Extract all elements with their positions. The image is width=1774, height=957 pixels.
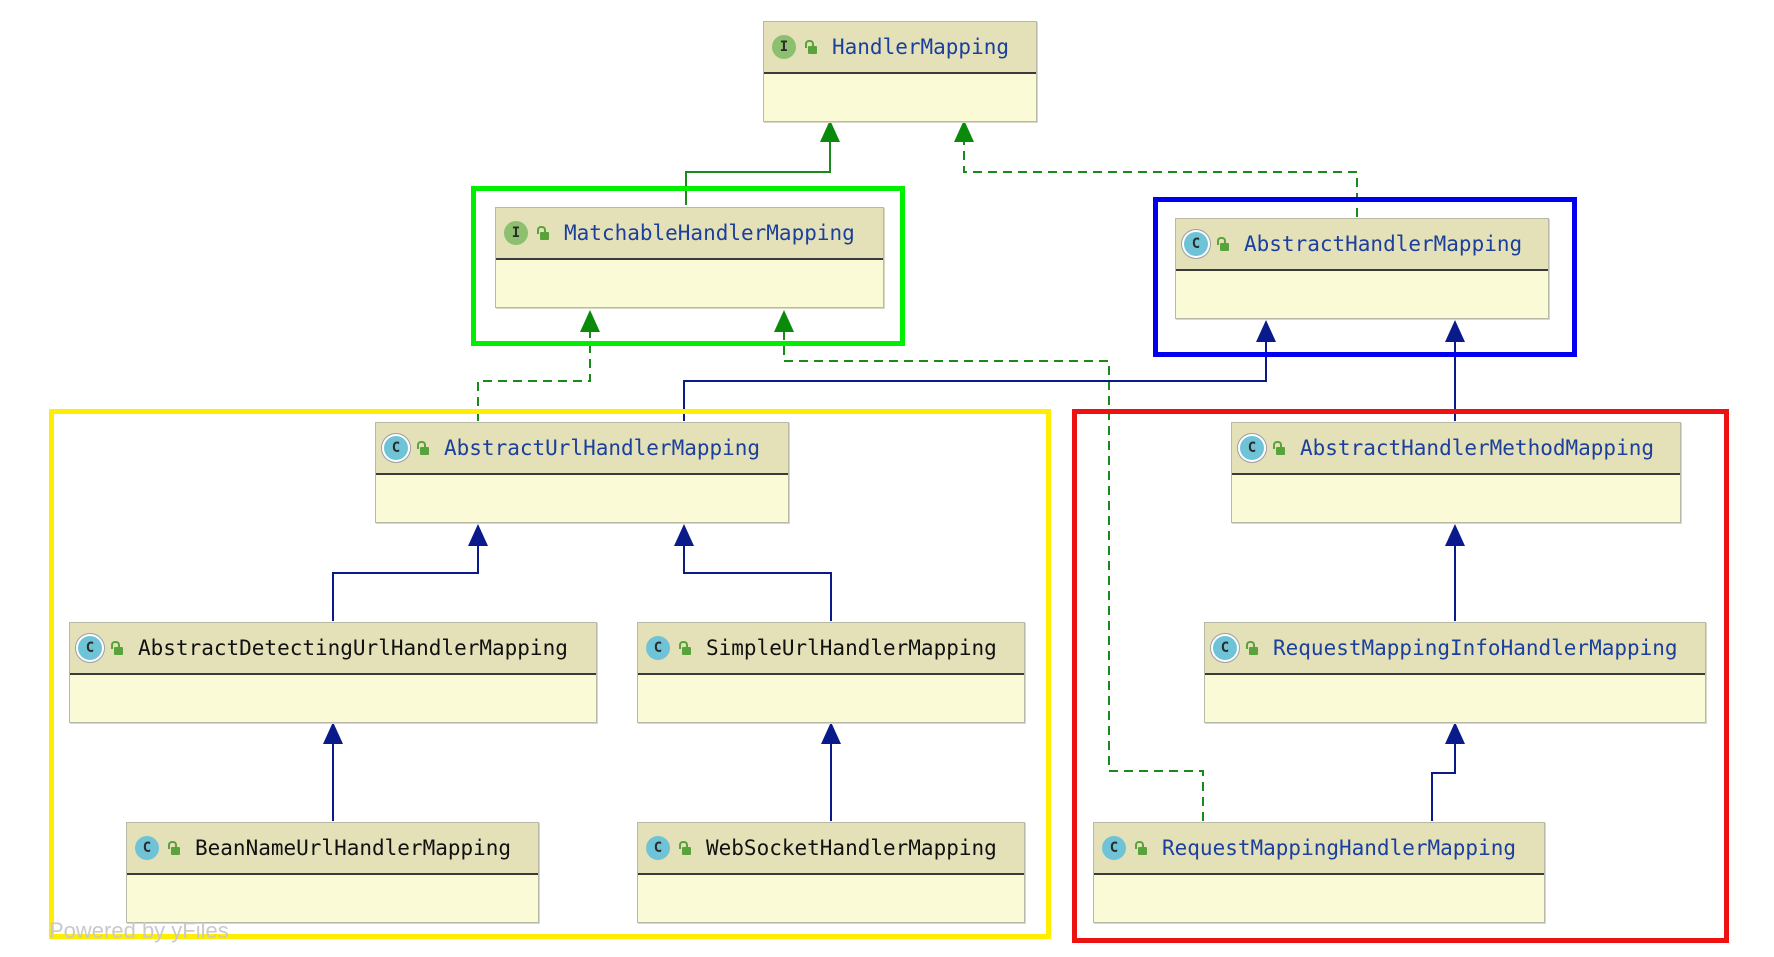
class-icon: C xyxy=(135,836,159,860)
arrowhead-abstracturl-right xyxy=(674,524,694,546)
highlight-yellow-frame xyxy=(49,409,1051,939)
public-access-icon xyxy=(678,641,692,655)
public-access-icon xyxy=(416,441,430,455)
class-icon: C xyxy=(646,836,670,860)
class-node-websockethandlermapping[interactable]: C WebSocketHandlerMapping xyxy=(637,822,1025,923)
class-name: RequestMappingInfoHandlerMapping xyxy=(1273,636,1678,660)
interface-icon: I xyxy=(504,221,528,245)
edge-abstracturl-to-matchable xyxy=(477,331,591,421)
class-node-header: C WebSocketHandlerMapping xyxy=(638,823,1024,875)
edge-simpleurl-to-abstracturl xyxy=(683,545,832,621)
class-node-header: C RequestMappingInfoHandlerMapping xyxy=(1205,623,1705,675)
class-icon: C xyxy=(1102,836,1126,860)
highlight-red-frame xyxy=(1072,409,1729,943)
class-name: SimpleUrlHandlerMapping xyxy=(706,636,997,660)
highlight-blue-frame xyxy=(1153,197,1577,357)
class-node-matchablehandlermapping[interactable]: I MatchableHandlerMapping xyxy=(495,207,884,308)
class-name: AbstractUrlHandlerMapping xyxy=(444,436,761,460)
public-access-icon xyxy=(1272,441,1286,455)
highlight-green-frame xyxy=(471,186,905,346)
class-node-header: C AbstractUrlHandlerMapping xyxy=(376,423,788,475)
public-access-icon xyxy=(804,40,818,54)
arrowhead-handlermapping-left xyxy=(820,120,840,142)
class-node-requestmappinginfohandlermapping[interactable]: C RequestMappingInfoHandlerMapping xyxy=(1204,622,1706,723)
public-access-icon xyxy=(1134,841,1148,855)
arrowhead-abstracthandlermapping-right xyxy=(1445,320,1465,342)
abstract-class-icon: C xyxy=(384,436,408,460)
abstract-class-icon: C xyxy=(1213,636,1237,660)
edge-requestmapping-to-matchable xyxy=(783,331,1204,821)
arrowhead-matchable-left xyxy=(580,310,600,332)
abstract-class-icon: C xyxy=(1240,436,1264,460)
public-access-icon xyxy=(110,641,124,655)
class-node-header: C BeanNameUrlHandlerMapping xyxy=(127,823,538,875)
class-node-simpleurlhandlermapping[interactable]: C SimpleUrlHandlerMapping xyxy=(637,622,1025,723)
class-node-header: I HandlerMapping xyxy=(764,22,1036,74)
abstract-class-icon: C xyxy=(1184,232,1208,256)
class-node-header: C SimpleUrlHandlerMapping xyxy=(638,623,1024,675)
arrowhead-abstracthandlermapping-left xyxy=(1256,320,1276,342)
class-name: AbstractHandlerMapping xyxy=(1244,232,1523,256)
class-name: AbstractHandlerMethodMapping xyxy=(1300,436,1655,460)
class-icon: C xyxy=(646,636,670,660)
arrowhead-info xyxy=(1445,722,1465,744)
class-name: MatchableHandlerMapping xyxy=(564,221,855,245)
edge-abstracthandlermapping-to-handlermapping xyxy=(963,140,1358,217)
abstract-class-icon: C xyxy=(78,636,102,660)
public-access-icon xyxy=(1216,237,1230,251)
class-node-abstracturlhandlermapping[interactable]: C AbstractUrlHandlerMapping xyxy=(375,422,789,523)
class-node-header: C AbstractDetectingUrlHandlerMapping xyxy=(70,623,596,675)
class-node-abstracthandlermapping[interactable]: C AbstractHandlerMapping xyxy=(1175,218,1549,319)
class-node-beannameurlhandlermapping[interactable]: C BeanNameUrlHandlerMapping xyxy=(126,822,539,923)
arrowhead-matchable-right xyxy=(774,310,794,332)
interface-icon: I xyxy=(772,35,796,59)
class-name: AbstractDetectingUrlHandlerMapping xyxy=(138,636,568,660)
class-name: WebSocketHandlerMapping xyxy=(706,836,997,860)
arrowhead-detecting xyxy=(323,722,343,744)
class-name: BeanNameUrlHandlerMapping xyxy=(195,836,512,860)
arrowhead-handlermapping-right xyxy=(954,120,974,142)
edge-abstracturl-to-abstracthandlermapping xyxy=(683,341,1267,421)
class-name: RequestMappingHandlerMapping xyxy=(1162,836,1517,860)
edge-detecting-to-abstracturl xyxy=(332,545,479,621)
arrowhead-abstracturl-left xyxy=(468,524,488,546)
class-node-handlermapping[interactable]: I HandlerMapping xyxy=(763,21,1037,122)
arrowhead-handlermethod xyxy=(1445,524,1465,546)
class-node-requestmappinghandlermapping[interactable]: C RequestMappingHandlerMapping xyxy=(1093,822,1545,923)
public-access-icon xyxy=(678,841,692,855)
class-node-header: C AbstractHandlerMapping xyxy=(1176,219,1548,271)
public-access-icon xyxy=(536,226,550,240)
powered-by-footer: Powered by yFiles xyxy=(49,918,229,943)
public-access-icon xyxy=(1245,641,1259,655)
edge-requestmapping-to-info xyxy=(1431,743,1456,821)
class-node-header: C RequestMappingHandlerMapping xyxy=(1094,823,1544,875)
public-access-icon xyxy=(167,841,181,855)
class-node-header: C AbstractHandlerMethodMapping xyxy=(1232,423,1680,475)
class-node-abstractdetectingurlhandlermapping[interactable]: C AbstractDetectingUrlHandlerMapping xyxy=(69,622,597,723)
arrowhead-simpleurl xyxy=(821,722,841,744)
class-node-header: I MatchableHandlerMapping xyxy=(496,208,883,260)
class-node-abstracthandlermethodmapping[interactable]: C AbstractHandlerMethodMapping xyxy=(1231,422,1681,523)
class-name: HandlerMapping xyxy=(832,35,1010,59)
